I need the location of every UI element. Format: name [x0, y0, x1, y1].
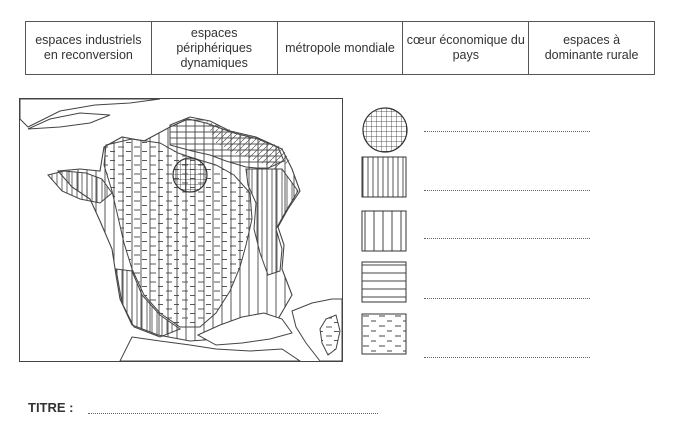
term-cell-2: espaces périphériques dynamiques	[150, 21, 278, 75]
term-cell-4: cœur économique du pays	[402, 21, 530, 75]
title-label: TITRE :	[28, 400, 74, 415]
legend-symbol-dashes	[361, 313, 407, 355]
east-dense	[245, 168, 299, 276]
legend-answer-line-1[interactable]	[424, 131, 590, 132]
terms-table: espaces industriels en reconversion espa…	[25, 21, 655, 75]
south-coast	[196, 312, 293, 346]
france-map	[20, 99, 342, 361]
corsica	[319, 314, 341, 356]
paris-metropole	[172, 157, 208, 193]
map-frame	[19, 98, 343, 362]
legend-answer-line-5[interactable]	[424, 357, 590, 358]
southwest-dense	[115, 268, 182, 338]
england-coast	[20, 99, 161, 128]
center-dashes	[103, 138, 253, 328]
legend-symbol-dense-vertical	[361, 156, 407, 198]
channel-islands	[27, 112, 111, 130]
legend-symbol-crosshatch-circle	[362, 107, 408, 153]
legend-symbol-horizontal	[361, 261, 407, 303]
spain-coast	[119, 336, 301, 361]
legend-answer-line-2[interactable]	[424, 190, 590, 191]
legend-answer-line-4[interactable]	[424, 298, 590, 299]
legend-symbol-wide-vertical	[361, 210, 407, 252]
term-cell-5: espaces à dominante rurale	[528, 21, 655, 75]
term-cell-3: métropole mondiale	[276, 21, 404, 75]
legend-answer-line-3[interactable]	[424, 238, 590, 239]
term-cell-1: espaces industriels en reconversion	[25, 21, 152, 75]
title-answer-line[interactable]	[88, 413, 378, 414]
northeast-diag	[206, 121, 290, 169]
